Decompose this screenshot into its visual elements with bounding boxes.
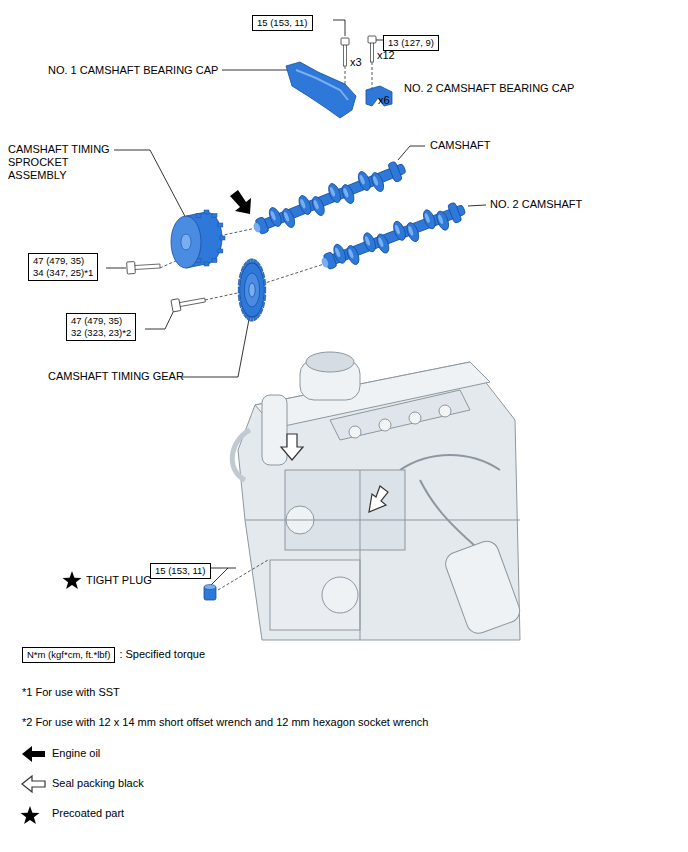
torque-box: 47 (479, 35)32 (323, 23)*2 — [66, 313, 136, 341]
torque-box: 15 (153, 11) — [150, 560, 211, 579]
torque-value: 13 (127, 9) — [388, 37, 434, 49]
torque-value: 32 (323, 23)*2 — [71, 327, 131, 339]
torque-frame: 47 (479, 35)32 (323, 23)*2 — [66, 313, 136, 341]
torque-legend-box: N*m (kgf*cm, ft.*lbf) : Specified torque — [22, 644, 205, 663]
footnote: *1 For use with SST — [22, 686, 120, 699]
bearing-cap-part — [366, 86, 392, 106]
unit-text: N*m (kgf*cm, ft.*lbf) — [22, 647, 115, 663]
part-name: NO. 2 CAMSHAFT — [490, 198, 582, 211]
torque-value: 47 (479, 35) — [33, 255, 93, 267]
bolt-part — [171, 294, 206, 312]
torque-value: 34 (347, 25)*1 — [33, 267, 93, 279]
legend-engine-oil-arrow — [22, 746, 45, 762]
seal-packing-arrow — [281, 434, 388, 512]
part-name: CAMSHAFT — [430, 139, 491, 152]
part-name: TIGHT PLUG — [86, 574, 152, 587]
torque-box: 15 (153, 11) — [252, 12, 313, 31]
legend-text: Seal packing black — [52, 777, 144, 789]
torque-box: 47 (479, 35)34 (347, 25)*1 — [28, 253, 98, 281]
sprocket-part — [171, 210, 225, 268]
engine-oil-arrow — [230, 190, 251, 214]
legend-seal-arrow — [22, 776, 45, 792]
assembly-line — [160, 62, 372, 590]
part-name: NO. 2 CAMSHAFT BEARING CAP — [404, 82, 574, 95]
torque-frame: 13 (127, 9) — [383, 35, 439, 51]
unit-description: : Specified torque — [119, 648, 205, 660]
legend-text: Precoated part — [52, 807, 124, 819]
bolt-part — [368, 36, 376, 62]
part-name: CAMSHAFT TIMING GEAR — [48, 370, 184, 383]
engine-illustration — [232, 352, 523, 640]
footnote: *2 For use with 12 x 14 mm short offset … — [22, 716, 428, 729]
part-name: NO. 1 CAMSHAFT BEARING CAP — [48, 64, 218, 77]
camshaft-part — [249, 156, 409, 241]
camshaft-part — [317, 197, 468, 276]
bolt-part — [341, 38, 349, 66]
torque-frame: 47 (479, 35)34 (347, 25)*1 — [28, 253, 98, 281]
tight-plug-part — [204, 585, 216, 601]
precoated-star — [63, 571, 82, 589]
gear-part — [238, 259, 266, 321]
bearing-cap-part — [286, 62, 356, 118]
bearing-cap-highlight — [296, 70, 348, 100]
part-name: CAMSHAFT TIMING SPROCKET ASSEMBLY — [8, 143, 118, 182]
bolt-part — [127, 260, 161, 274]
quantity-label: x3 — [350, 56, 362, 69]
legend-star — [21, 806, 40, 824]
torque-value: 47 (479, 35) — [71, 315, 131, 327]
torque-value: 15 (153, 11) — [257, 17, 308, 29]
quantity-label: x12 — [377, 49, 395, 62]
torque-frame: 15 (153, 11) — [150, 563, 211, 579]
torque-value: 15 (153, 11) — [155, 565, 206, 577]
torque-frame: 15 (153, 11) — [252, 15, 313, 31]
quantity-label: x6 — [378, 94, 390, 107]
torque-box: 13 (127, 9) — [383, 32, 439, 51]
leader-line — [106, 20, 486, 588]
legend-text: Engine oil — [52, 747, 100, 759]
